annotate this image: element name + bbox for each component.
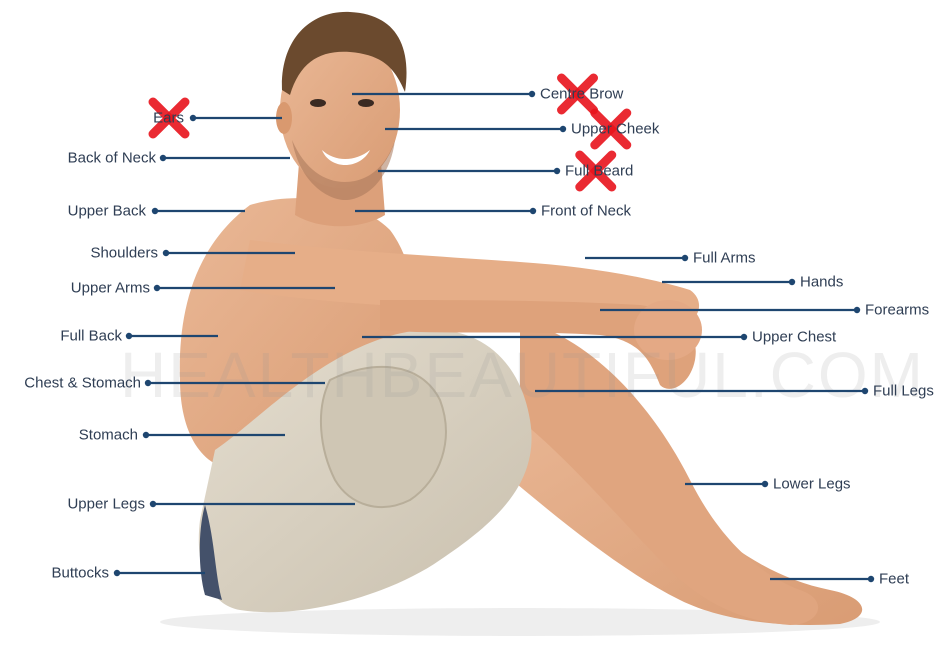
label-full-arms: Full Arms bbox=[693, 249, 756, 267]
shin-shape bbox=[520, 320, 819, 625]
label-upper-back: Upper Back bbox=[67, 202, 146, 220]
shoulders-dot bbox=[162, 249, 170, 257]
full-arms-dot bbox=[681, 254, 689, 262]
hands-dot bbox=[788, 278, 796, 286]
label-stomach: Stomach bbox=[78, 426, 138, 444]
label-lower-legs: Lower Legs bbox=[773, 475, 851, 493]
front-of-neck-dot bbox=[529, 207, 537, 215]
feet-dot bbox=[867, 575, 875, 583]
label-upper-chest: Upper Chest bbox=[752, 328, 837, 346]
full-beard-excluded-cross-icon bbox=[575, 150, 617, 192]
label-full-back: Full Back bbox=[60, 327, 122, 345]
label-buttocks: Buttocks bbox=[51, 564, 109, 582]
upper-cheek-dot bbox=[559, 125, 567, 133]
label-centre-brow: Centre Brow bbox=[540, 85, 624, 103]
label-full-beard: Full Beard bbox=[565, 162, 634, 180]
ears-dot bbox=[189, 114, 197, 122]
shorts-pocket bbox=[320, 365, 447, 509]
centre-brow-excluded-cross-icon bbox=[557, 73, 599, 115]
full-legs-dot bbox=[861, 387, 869, 395]
ears-excluded-cross-icon bbox=[148, 97, 190, 139]
upper-cheek-excluded-cross-icon bbox=[590, 108, 632, 150]
upper-chest-dot bbox=[740, 333, 748, 341]
label-shoulders: Shoulders bbox=[90, 244, 158, 262]
back-of-neck-dot bbox=[159, 154, 167, 162]
centre-brow-dot bbox=[528, 90, 536, 98]
label-hands: Hands bbox=[800, 273, 844, 291]
chest-and-stomach-dot bbox=[144, 379, 152, 387]
full-back-dot bbox=[125, 332, 133, 340]
waistband bbox=[199, 505, 222, 600]
lower-legs-dot bbox=[761, 480, 769, 488]
watermark: HEALTHBEAUTIFUL.COM bbox=[120, 339, 925, 411]
forearm-shape bbox=[380, 300, 696, 389]
upper-legs-dot bbox=[149, 500, 157, 508]
label-forearms: Forearms bbox=[865, 301, 930, 319]
label-front-of-neck: Front of Neck bbox=[541, 202, 632, 220]
label-upper-legs: Upper Legs bbox=[67, 495, 145, 513]
hair-shape bbox=[281, 11, 407, 95]
label-upper-arms: Upper Arms bbox=[70, 279, 150, 297]
smile bbox=[322, 150, 370, 165]
label-full-legs: Full Legs bbox=[873, 382, 934, 400]
upper-back-dot bbox=[151, 207, 159, 215]
upper-arms-dot bbox=[153, 284, 161, 292]
label-feet: Feet bbox=[879, 570, 910, 588]
stomach-dot bbox=[142, 431, 150, 439]
upper-arm-shape bbox=[240, 240, 700, 322]
label-upper-cheek: Upper Cheek bbox=[571, 120, 660, 138]
left-eye bbox=[310, 99, 326, 107]
label-chest-and-stomach: Chest & Stomach bbox=[24, 374, 141, 392]
label-back-of-neck: Back of Neck bbox=[67, 149, 156, 167]
head-shape bbox=[280, 32, 400, 188]
forearms-dot bbox=[853, 306, 861, 314]
right-eye bbox=[358, 99, 374, 107]
ear-shape bbox=[276, 102, 292, 134]
hands-shape bbox=[634, 300, 702, 360]
floor-shadow bbox=[160, 608, 880, 636]
beard-shading bbox=[292, 140, 395, 200]
buttocks-dot bbox=[113, 569, 121, 577]
full-beard-dot bbox=[553, 167, 561, 175]
label-ears: Ears bbox=[153, 109, 184, 127]
